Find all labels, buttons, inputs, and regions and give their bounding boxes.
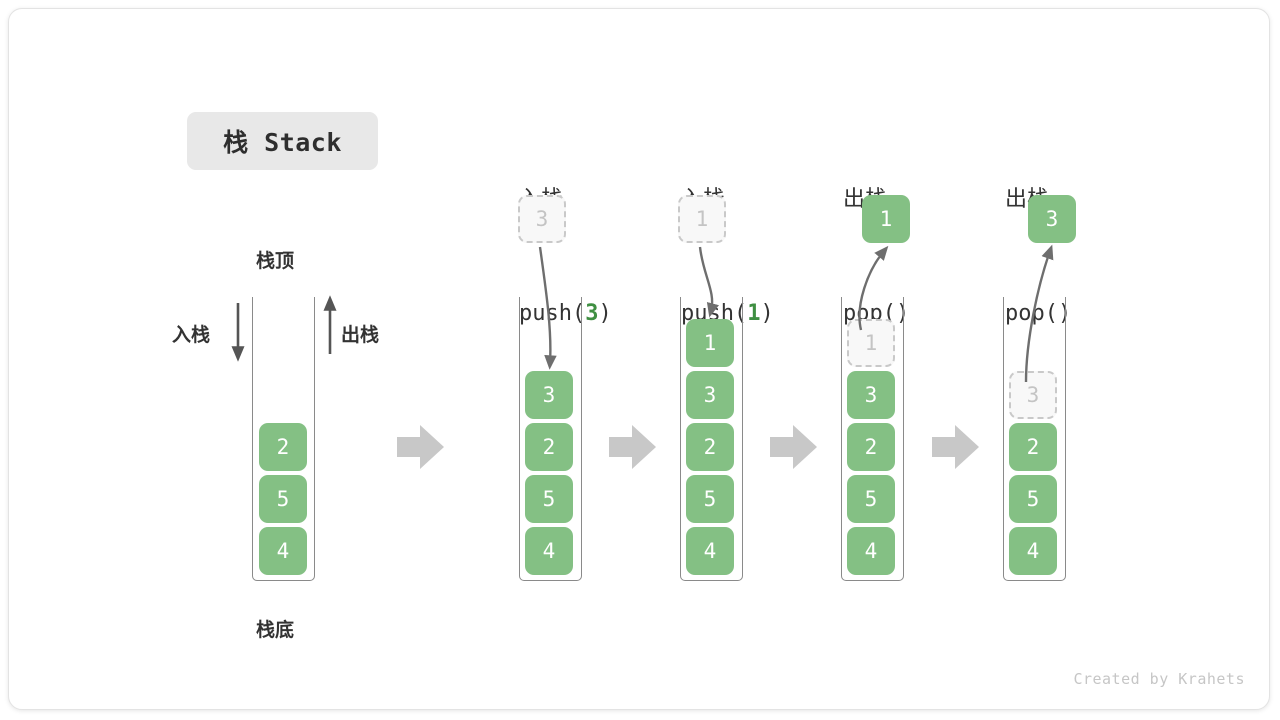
stack-bottom-label: 栈底 xyxy=(256,619,295,641)
floating-value-push-3: 3 xyxy=(518,195,566,243)
stack-cell: 4 xyxy=(525,527,573,575)
pop-direction-label: 出栈 xyxy=(341,324,380,346)
stack-cell: 3 xyxy=(847,371,895,419)
call-arg: 1 xyxy=(747,301,761,326)
stack-cell-ghost: 3 xyxy=(1009,371,1057,419)
stack-container-pop-1 xyxy=(841,297,904,581)
stack-container-pop-2 xyxy=(1003,297,1066,581)
call-arg: 3 xyxy=(585,301,599,326)
stack-cell: 5 xyxy=(259,475,307,523)
floating-value-push-1: 1 xyxy=(678,195,726,243)
floating-value-pop-2: 3 xyxy=(1028,195,1076,243)
call-prefix: push( xyxy=(519,301,586,326)
floating-value-pop-1: 1 xyxy=(862,195,910,243)
stack-cell: 4 xyxy=(686,527,734,575)
stack-cell: 4 xyxy=(259,527,307,575)
stack-container-push-3 xyxy=(519,297,582,581)
call-suffix: ) xyxy=(895,301,910,326)
stack-cell: 3 xyxy=(686,371,734,419)
stack-cell: 5 xyxy=(1009,475,1057,523)
diagram-title-badge: 栈 Stack xyxy=(187,112,378,170)
stack-cell: 1 xyxy=(686,319,734,367)
stack-cell: 4 xyxy=(847,527,895,575)
step-header-push-3: 入栈 push(3) xyxy=(519,105,612,409)
stack-cell: 2 xyxy=(259,423,307,471)
stack-container-initial xyxy=(252,297,315,581)
stack-cell: 5 xyxy=(525,475,573,523)
push-direction-label: 入栈 xyxy=(172,324,211,346)
stack-cell: 2 xyxy=(686,423,734,471)
stack-cell: 2 xyxy=(847,423,895,471)
credit-text: Created by Krahets xyxy=(1073,670,1245,688)
stack-container-push-1 xyxy=(680,297,743,581)
stack-cell: 2 xyxy=(525,423,573,471)
stack-cell: 2 xyxy=(1009,423,1057,471)
stack-cell: 3 xyxy=(525,371,573,419)
step-call: push(3) xyxy=(519,295,612,333)
call-suffix: ) xyxy=(1057,301,1072,326)
stack-top-label: 栈顶 xyxy=(256,250,295,272)
stack-cell: 5 xyxy=(847,475,895,523)
stack-cell-ghost: 1 xyxy=(847,319,895,367)
call-suffix: ) xyxy=(598,301,612,326)
stack-cell: 5 xyxy=(686,475,734,523)
stack-cell: 4 xyxy=(1009,527,1057,575)
call-suffix: ) xyxy=(760,301,774,326)
